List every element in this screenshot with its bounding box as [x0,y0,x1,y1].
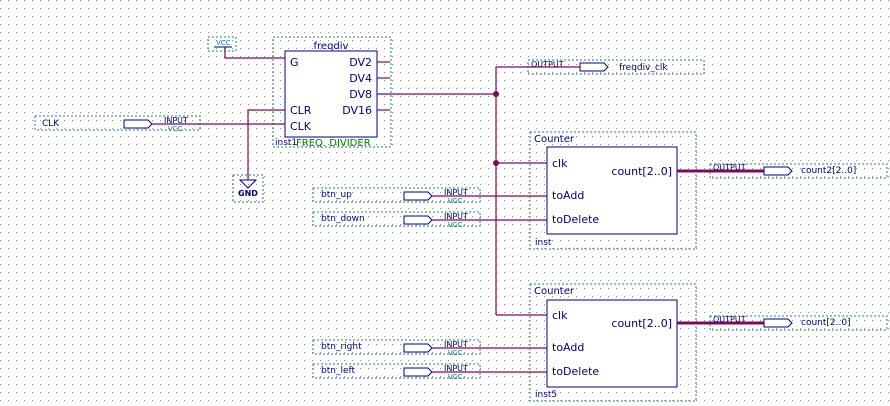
input-clk-tag: INPUT [164,116,188,125]
output-count-tag: OUTPUT [713,315,746,324]
freqdiv-port-dv2: DV2 [349,56,372,69]
input-pin-clk[interactable]: CLK INPUT VCC [34,115,201,133]
counter2-port-clk: clk [552,309,568,322]
input-pin-btn-up[interactable]: btn_up INPUT VCC [312,187,481,205]
input-pin-btn-right[interactable]: btn_right INPUT VCC [312,339,481,357]
output-pin-count[interactable]: OUTPUT count[2..0] [709,315,888,331]
input-btn-right-tag: INPUT [444,340,468,349]
input-btn-left-tag: INPUT [444,364,468,373]
counter-inst[interactable]: Counter clk toAdd toDelete count[2..0] i… [529,131,697,250]
counter1-port-toadd: toAdd [552,189,584,202]
output-count-name: count[2..0] [801,318,851,328]
wire-dv8-out [495,66,580,94]
vcc-label: VCC [216,39,231,47]
input-btn-down-name: btn_down [321,214,365,224]
output-count2-tag: OUTPUT [713,163,746,172]
input-btn-right-name: btn_right [321,342,362,352]
counter2-title: Counter [534,286,575,297]
freqdiv-title: freqdiv [314,41,349,52]
counter1-port-count: count[2..0] [611,165,672,178]
freqdiv-instance: inst1 [275,138,297,148]
counter1-port-todelete: toDelete [552,213,599,226]
input-pin-btn-down[interactable]: btn_down INPUT VCC [312,211,481,229]
counter1-title: Counter [534,134,575,145]
vcc-symbol[interactable]: VCC [207,36,237,52]
junction-dv8 [493,91,499,97]
input-btn-up-tag: INPUT [444,188,468,197]
counter2-port-todelete: toDelete [552,365,599,378]
freqdiv-port-clr: CLR [290,104,312,117]
freqdiv-symbol[interactable]: freqdiv G CLR CLK DV2 DV4 DV8 DV16 inst1… [272,36,392,149]
freqdiv-port-dv4: DV4 [349,72,372,85]
input-btn-up-name: btn_up [321,190,352,200]
input-btn-down-tag: INPUT [444,212,468,221]
wire-vcc-g [224,47,285,59]
gnd-label: GND [238,189,258,198]
counter2-port-count: count[2..0] [611,317,672,330]
counter2-port-toadd: toAdd [552,341,584,354]
freqdiv-port-clk: CLK [290,120,312,133]
freqdiv-port-dv16: DV16 [342,104,372,117]
input-btn-right-sub: VCC [448,349,463,357]
input-btn-left-name: btn_left [321,366,355,376]
input-btn-left-sub: VCC [448,373,463,381]
counter1-instance: inst [535,238,552,248]
freqdiv-description: FREQ. DIVIDER [296,138,371,149]
counter2-instance: inst5 [535,390,557,400]
freqdiv-port-g: G [290,56,299,69]
output-freqdiv-clk-name: freqdiv_clk [619,63,668,73]
counter1-port-clk: clk [552,157,568,170]
freqdiv-port-dv8: DV8 [349,88,372,101]
counter-inst5[interactable]: Counter clk toAdd toDelete count[2..0] i… [529,283,697,402]
output-freqdiv-clk-tag: OUTPUT [531,60,564,69]
wire-clr-gnd [247,109,285,180]
output-count2-name: count2[2..0] [801,166,856,176]
input-btn-up-sub: VCC [448,197,463,205]
input-clk-name: CLK [42,119,60,129]
output-pin-count2[interactable]: OUTPUT count2[2..0] [709,163,888,179]
input-btn-down-sub: VCC [448,221,463,229]
input-pin-btn-left[interactable]: btn_left INPUT VCC [312,363,481,381]
input-clk-sub: VCC [168,125,183,133]
